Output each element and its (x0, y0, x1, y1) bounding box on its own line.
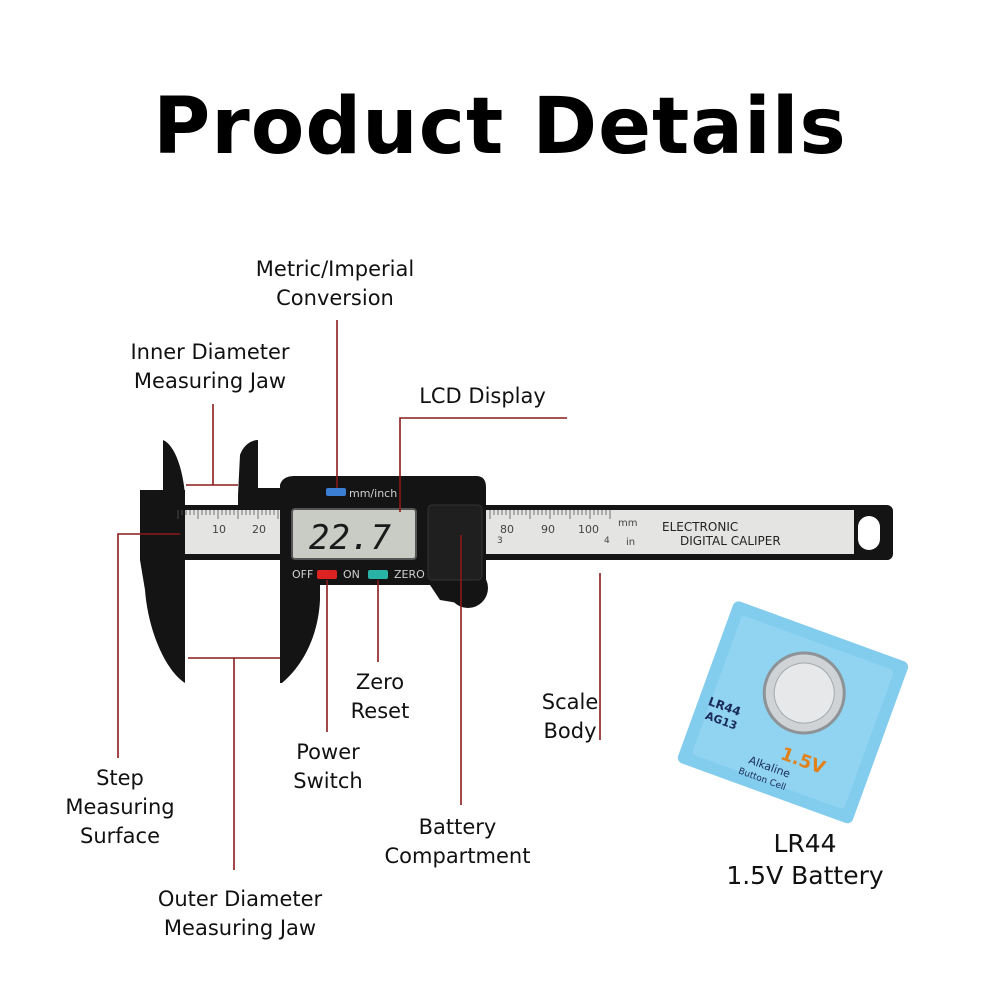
scale-number: 80 (500, 523, 514, 536)
scale-strip-left (175, 510, 280, 554)
leader-lines (117, 320, 601, 870)
callout-line: Measuring Jaw (163, 916, 317, 940)
unit-button-label: mm/inch (349, 487, 397, 500)
leader-step (117, 533, 180, 758)
scale-number: 100 (578, 523, 599, 536)
callout-line: Outer Diameter (157, 887, 323, 911)
lcd-display (291, 508, 417, 560)
callout-line: Metric/Imperial (255, 257, 415, 281)
callout-line: Compartment (384, 844, 531, 868)
battery-caption-line-2: 1.5V Battery (726, 861, 884, 890)
beam-hang-hole (858, 516, 880, 550)
callout-line: Surface (79, 824, 160, 848)
callout-line: Inner Diameter (130, 340, 290, 364)
callout-scale-body: Scale Body (520, 688, 620, 746)
on-label: ON (343, 568, 360, 581)
scale-number: 20 (252, 523, 266, 536)
callout-line: Reset (350, 699, 410, 723)
callout-line: Body (543, 719, 597, 743)
leader-lcd (399, 417, 567, 512)
callout-line: Zero (355, 670, 405, 694)
brand-line-1: ELECTRONIC (662, 520, 738, 534)
unit-button[interactable] (326, 488, 346, 496)
battery-caption-line-1: LR44 (773, 829, 837, 858)
inner-jaw-sliding (238, 440, 280, 505)
scale-number: 90 (541, 523, 555, 536)
callout-power-switch: Power Switch (268, 738, 388, 796)
battery-pack: LR44 AG13 1.5V Alkaline Button Cell (677, 601, 909, 824)
battery-caption: LR44 1.5V Battery (700, 828, 910, 892)
callout-step-surface: Step Measuring Surface (50, 764, 190, 851)
off-label: OFF (292, 568, 313, 581)
callout-battery-compartment: Battery Compartment (370, 813, 545, 871)
callout-line: Scale (541, 690, 599, 714)
scale-number: 10 (212, 523, 226, 536)
callout-line: LCD Display (419, 384, 546, 408)
callout-line: Measuring (65, 795, 175, 819)
lcd-reading: 22.7 (309, 518, 391, 558)
callout-line: Switch (293, 769, 363, 793)
callout-line: Power (296, 740, 360, 764)
inch-mark: 4 (604, 536, 610, 546)
callout-line: Conversion (276, 286, 394, 310)
callout-line: Step (96, 766, 144, 790)
outer-jaw-fixed (140, 490, 185, 683)
zero-button[interactable] (368, 570, 388, 579)
callout-zero-reset: Zero Reset (330, 668, 430, 726)
battery-compartment (427, 504, 483, 581)
callout-line: Measuring Jaw (133, 369, 287, 393)
zero-label: ZERO (394, 568, 425, 581)
scale-unit-mm: mm (618, 518, 637, 529)
callout-inner-jaw: Inner Diameter Measuring Jaw (105, 338, 315, 396)
power-button[interactable] (317, 570, 337, 579)
callout-lcd-display: LCD Display (400, 382, 565, 411)
brand-line-2: DIGITAL CALIPER (680, 534, 781, 548)
page-title: Product Details (153, 82, 847, 172)
callout-metric-imperial: Metric/Imperial Conversion (230, 255, 440, 313)
callout-outer-jaw: Outer Diameter Measuring Jaw (135, 885, 345, 943)
caliper: 22.7 mm/inch OFF ON ZERO 10 20 80 90 100… (140, 440, 893, 683)
scale-strip-right (486, 510, 854, 554)
scale-ticks (177, 510, 611, 519)
callout-line: Battery (418, 815, 497, 839)
scale-unit-in: in (626, 537, 635, 548)
inch-mark: 3 (497, 536, 503, 546)
inner-jaw-fixed (163, 440, 185, 495)
